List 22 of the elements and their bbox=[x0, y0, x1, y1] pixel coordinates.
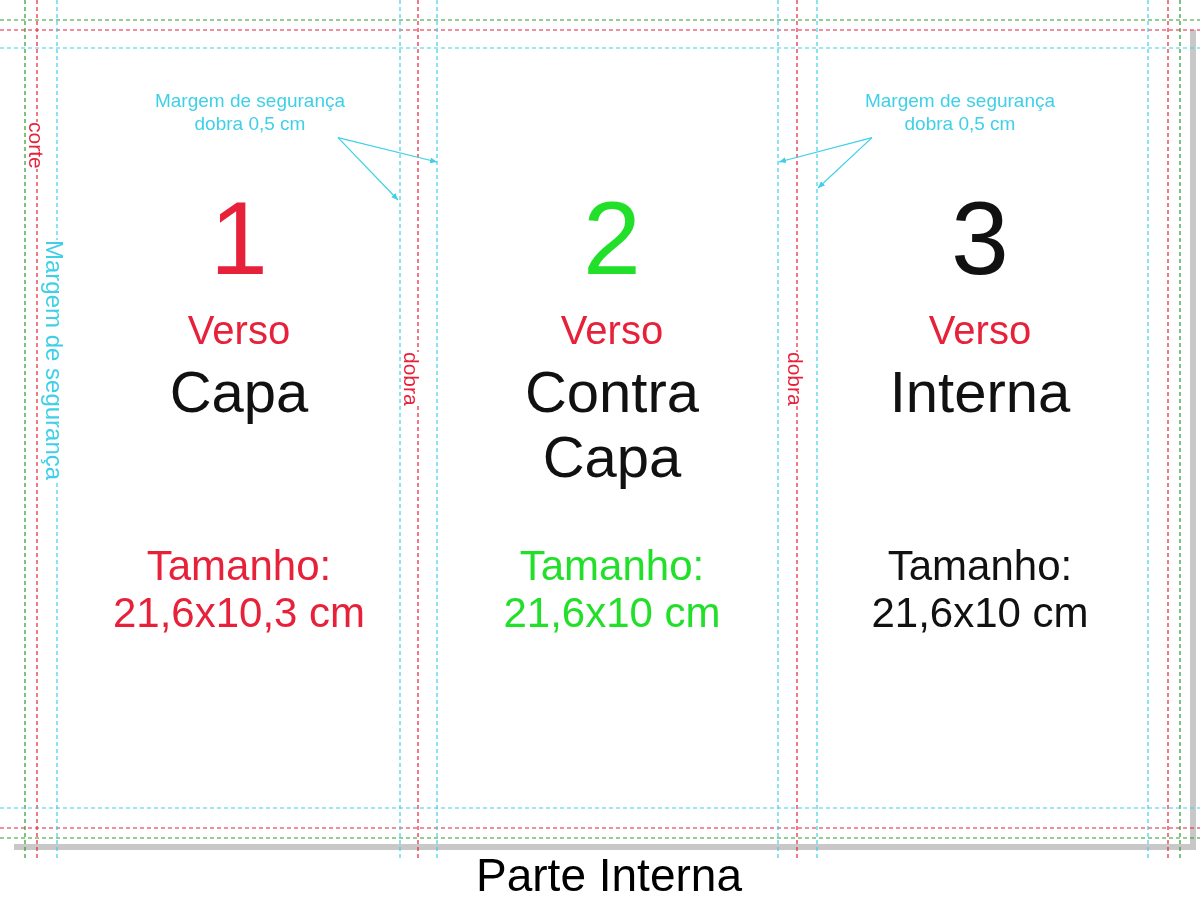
panel-title: Interna bbox=[889, 360, 1071, 425]
panel-number: 2 bbox=[583, 180, 641, 297]
side-label: Verso bbox=[928, 308, 1032, 353]
side-label: Verso bbox=[560, 308, 664, 353]
leader-line bbox=[337, 137, 399, 201]
margin-label: Margem de segurança bbox=[42, 240, 66, 481]
callout-text: Margem de segurança dobra 0,5 cm bbox=[860, 90, 1060, 136]
panel-number: 1 bbox=[210, 180, 268, 297]
size-text: Tamanho: 21,6x10 cm bbox=[870, 542, 1090, 637]
leader-line bbox=[337, 137, 438, 164]
fold-label: dobra bbox=[785, 352, 806, 406]
panel-number: 3 bbox=[951, 180, 1009, 297]
size-text: Tamanho: 21,6x10,3 cm bbox=[111, 542, 367, 637]
leader-line bbox=[817, 137, 873, 189]
size-text: Tamanho: 21,6x10 cm bbox=[502, 542, 722, 637]
callout-text: Margem de segurança dobra 0,5 cm bbox=[150, 90, 350, 136]
leader-line bbox=[778, 137, 873, 164]
caption: Parte Interna bbox=[476, 849, 742, 901]
panel-title: Capa bbox=[169, 360, 309, 425]
fold-label: dobra bbox=[401, 352, 422, 406]
panel-title: Contra Capa bbox=[523, 360, 701, 490]
side-label: Verso bbox=[187, 308, 291, 353]
